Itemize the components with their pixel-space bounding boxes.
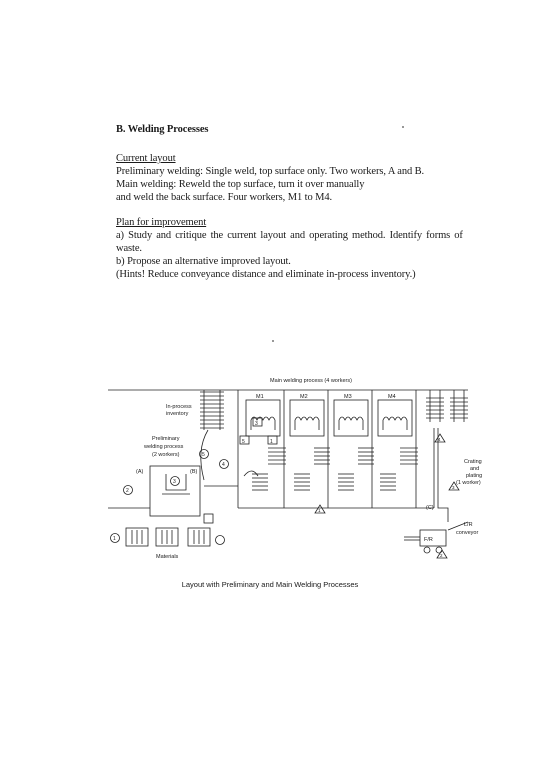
prelim-label: Preliminary bbox=[152, 436, 180, 442]
diagram-caption: Layout with Preliminary and Main Welding… bbox=[181, 580, 359, 589]
crating-label: plating bbox=[466, 473, 482, 479]
prelim-label: (2 workers) bbox=[152, 452, 180, 458]
box-mark: 3 bbox=[255, 421, 258, 427]
current-layout-line: and weld the back surface. Four workers,… bbox=[116, 192, 333, 203]
box-mark: 5 bbox=[242, 439, 245, 445]
station-label: M3 bbox=[344, 394, 352, 400]
triangle-mark: 4 bbox=[438, 437, 441, 442]
scan-speck bbox=[272, 340, 274, 342]
triangle-mark: 2 bbox=[440, 553, 443, 558]
circle-number: 1 bbox=[113, 536, 116, 542]
plan-line: a) Study and critique the current layout… bbox=[116, 230, 463, 241]
plan-line: waste. bbox=[116, 243, 142, 254]
lr-label: L/R bbox=[464, 522, 473, 528]
inventory-stack bbox=[200, 390, 224, 430]
prelim-label: welding process bbox=[143, 444, 184, 450]
circle-number: 2 bbox=[126, 488, 129, 494]
materials-label: Materials bbox=[156, 554, 179, 560]
crating-label: Crating bbox=[464, 459, 482, 465]
section-title: B. Welding Processes bbox=[116, 124, 209, 135]
crating-label: and bbox=[470, 466, 479, 472]
triangle-mark: 3 bbox=[452, 485, 455, 490]
fr-label: F/R bbox=[424, 537, 433, 543]
inprocess-label: In-process bbox=[166, 404, 192, 410]
worker-c-label: (C) bbox=[426, 505, 434, 511]
worker-a-label: (A) bbox=[136, 469, 144, 475]
current-layout-line: Preliminary welding: Single weld, top su… bbox=[116, 166, 425, 177]
plan-line: b) Propose an alternative improved layou… bbox=[116, 256, 291, 267]
current-layout-heading: Current layout bbox=[116, 153, 176, 164]
circle-number: 5 bbox=[202, 452, 205, 458]
scan-speck bbox=[402, 126, 404, 128]
main-welding-title: Main welding process (4 workers) bbox=[270, 378, 352, 384]
layout-diagram: Main welding process (4 workers) In-proc… bbox=[108, 378, 482, 560]
current-layout-line: Main welding: Reweld the top surface, tu… bbox=[116, 179, 365, 190]
worker-b-label: (B) bbox=[190, 469, 198, 475]
box-mark: 1 bbox=[270, 439, 273, 445]
crating-label: (1 worker) bbox=[456, 480, 481, 486]
circle-number: 3 bbox=[173, 479, 176, 485]
station-label: M2 bbox=[300, 394, 308, 400]
inprocess-label: inventory bbox=[166, 411, 189, 417]
plan-line: (Hints! Reduce conveyance distance and e… bbox=[116, 269, 416, 280]
station-label: M1 bbox=[256, 394, 264, 400]
triangle-mark: 1 bbox=[318, 508, 321, 513]
station-label: M4 bbox=[388, 394, 396, 400]
circle-number: 4 bbox=[222, 462, 225, 468]
plan-heading: Plan for improvement bbox=[116, 217, 207, 228]
lr-label: conveyor bbox=[456, 530, 478, 536]
